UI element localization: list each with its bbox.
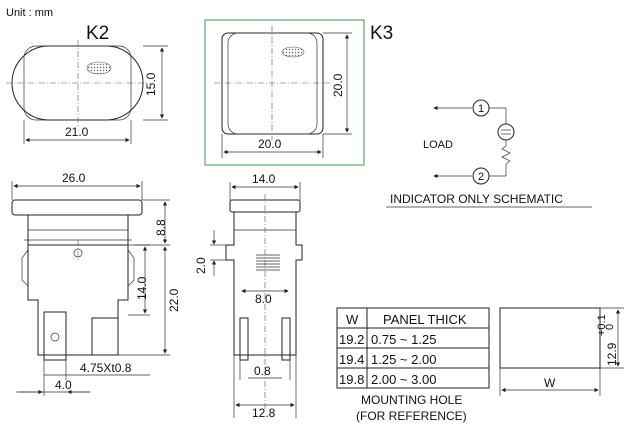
table-row-3-w: 19.8 [339,372,364,387]
front-body-lower [27,245,129,356]
k2-top-view: K2 21.0 15.0 [6,23,168,144]
side-base-text: 12.8 [252,406,276,420]
k2-height-text: 15.0 [144,72,158,96]
front-terminal-right [91,317,119,356]
side-flange-text: 2.0 [194,257,208,274]
mounting-hole-reference: (FOR REFERENCE) [356,409,467,423]
k3-outline [221,32,324,135]
side-view: 14.0 2.0 8.0 0.8 12.8 [194,172,303,420]
mounting-hole-caption: MOUNTING HOLE [361,393,462,407]
k3-lamp-window [281,46,305,58]
mounting-hole-tol-minus: 0 [604,324,616,330]
side-body [225,212,303,356]
pin-2-label: 2 [478,171,484,183]
front-offset-text: 4.0 [55,378,72,392]
front-latch-right [127,249,135,287]
k2-lamp-window [86,61,112,75]
mounting-hole-outline [499,307,601,369]
schematic-title: INDICATOR ONLY SCHEMATIC [390,192,563,206]
panel-thickness-table: W PANEL THICK 19.2 0.75 ~ 1.25 19.4 1.25… [336,307,490,423]
lamp-symbol [497,123,515,141]
side-terminal-left [239,317,249,361]
k3-bezel [227,32,318,135]
k3-top-view: K3 20.0 20.0 [204,19,393,166]
load-label: LOAD [423,139,453,151]
table-header-w: W [346,312,359,327]
front-view: 26.0 8.8 14.0 22.0 4.75Xt0.8 4.0 [11,171,181,396]
side-terminal-text: 0.8 [254,364,271,378]
mounting-hole-view: W 12.9 +0.1 0 [499,307,624,396]
table-row-2-thick: 1.25 ~ 2.00 [371,352,436,367]
front-body-text: 14.0 [135,276,149,300]
side-width-text: 14.0 [252,172,276,186]
front-total-text: 22.0 [167,288,181,312]
k3-height-text: 20.0 [331,73,345,97]
resistor-symbol [501,140,511,176]
pin-2-circle [472,167,490,185]
mounting-hole-width-text: W [544,376,556,390]
k3-width-text: 20.0 [258,137,282,151]
front-terminal-left [43,311,67,361]
front-flange-text: 8.8 [154,219,168,236]
table-header-panel-thick: PANEL THICK [383,312,467,327]
k2-width-text: 21.0 [65,125,89,139]
front-width-text: 26.0 [62,171,86,185]
k2-label: K2 [86,23,109,44]
k3-highlight-frame [204,19,365,166]
table-row-1-w: 19.2 [339,332,364,347]
k3-label: K3 [370,23,393,44]
front-latch-left [21,249,29,287]
table-row-3-thick: 2.00 ~ 3.00 [371,372,436,387]
table-row-1-thick: 0.75 ~ 1.25 [371,332,436,347]
front-terminal-text: 4.75Xt0.8 [80,361,132,375]
indicator-schematic: 1 2 LOAD INDICATOR ONLY SCHEMATIC [386,99,592,208]
side-terminal-right [281,317,291,361]
side-inner-text: 8.0 [255,292,272,306]
unit-label: Unit : mm [6,7,53,19]
mounting-hole-height-text: 12.9 [605,342,619,366]
mounting-hole-tol-plus: +0.1 [596,314,608,336]
pin-1-label: 1 [478,103,484,115]
front-flange [11,199,143,216]
table-row-2-w: 19.4 [339,352,364,367]
